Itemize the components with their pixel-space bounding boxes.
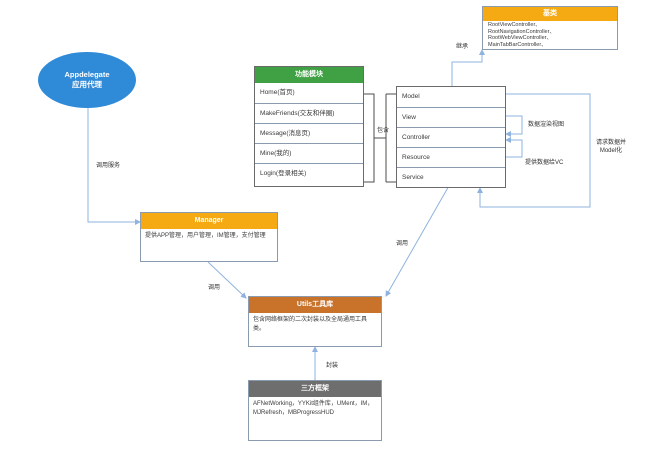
resource-to-controller-arrow bbox=[505, 137, 523, 158]
view-to-controller-arrow bbox=[505, 115, 523, 137]
mvc-box: Model View Controller Resource Service bbox=[396, 86, 506, 188]
appdelegate-subtitle: 应用代理 bbox=[72, 80, 102, 89]
function-module-list: Home(首页) MakeFriends(交友和伴圈) Message(消息页)… bbox=[255, 83, 363, 183]
function-module-box: 功能模块 Home(首页) MakeFriends(交友和伴圈) Message… bbox=[254, 66, 364, 187]
mvc-item-model: Model bbox=[402, 93, 420, 100]
base-class-line: RootViewController、 bbox=[488, 22, 541, 28]
third-party-description: AFNetWorking，YYKit组件库，UMent，IM，MJRefresh… bbox=[253, 401, 374, 416]
manager-description: 提供APP管理，用户管理，IM管理，支付管理 bbox=[145, 233, 266, 239]
mvc-item-resource: Resource bbox=[397, 147, 505, 167]
mvc-item-controller: Controller bbox=[397, 127, 505, 147]
label-call-right: 调用 bbox=[396, 241, 409, 247]
manager-box: Manager 提供APP管理，用户管理，IM管理，支付管理 bbox=[140, 212, 278, 262]
utils-box: Utils工具库 包含网络框架的二次封装以及全局通用工具类。 bbox=[248, 296, 382, 347]
function-module-header: 功能模块 bbox=[255, 67, 363, 83]
label-provide-data: 提供数据给VC bbox=[525, 160, 564, 166]
manager-to-utils-arrow bbox=[207, 261, 247, 299]
mvc-item-view: View bbox=[397, 107, 505, 127]
appdelegate-name: Appdelegate bbox=[64, 70, 110, 79]
utils-header: Utils工具库 bbox=[249, 297, 381, 313]
contains-bracket bbox=[364, 93, 396, 183]
module-item-message: Message(消息页) bbox=[255, 123, 363, 143]
third-party-header: 三方框架 bbox=[249, 381, 381, 397]
label-inherit: 继承 bbox=[456, 44, 469, 50]
utils-description: 包含网络框架的二次封装以及全局通用工具类。 bbox=[253, 317, 368, 332]
base-class-list: RootViewController、 RootNavigationContro… bbox=[483, 21, 617, 49]
manager-header: Manager bbox=[141, 213, 277, 229]
label-call-service: 调用服务 bbox=[96, 163, 121, 169]
third-party-box: 三方框架 AFNetWorking，YYKit组件库，UMent，IM，MJRe… bbox=[248, 380, 382, 441]
label-call-left: 调用 bbox=[208, 285, 221, 291]
appdelegate-node: Appdelegate 应用代理 bbox=[38, 52, 136, 108]
base-class-line: RootNavigationController、 bbox=[488, 28, 555, 35]
label-wrap: 封装 bbox=[326, 363, 339, 369]
module-item-mine: Mine(我的) bbox=[255, 143, 363, 163]
module-item-makefriends: MakeFriends(交友和伴圈) bbox=[255, 103, 363, 123]
base-class-line: RootWebViewController、 bbox=[488, 35, 552, 41]
label-request-data: 请求数据并Model化 bbox=[595, 140, 626, 154]
base-class-box: 基类 RootViewController、 RootNavigationCon… bbox=[482, 6, 618, 50]
label-data-render: 数据渲染视图 bbox=[528, 122, 565, 128]
module-item-login: Login(登录相关) bbox=[255, 163, 363, 183]
base-class-header: 基类 bbox=[483, 7, 617, 21]
base-class-line: MainTabBarController、 bbox=[488, 41, 547, 48]
module-item-home: Home(首页) bbox=[260, 89, 295, 96]
mvc-item-service: Service bbox=[397, 167, 505, 187]
label-contains: 包含 bbox=[377, 128, 390, 134]
